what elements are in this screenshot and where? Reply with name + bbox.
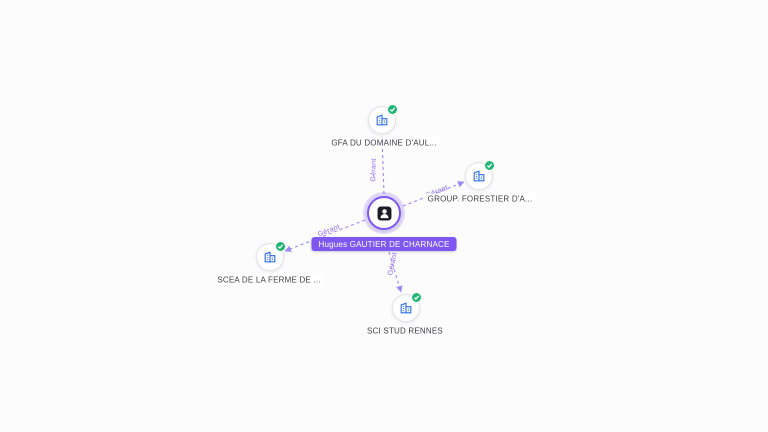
company-node-label-scea[interactable]: SCEA DE LA FERME DE ...: [214, 274, 324, 286]
verified-check-icon: [275, 241, 286, 252]
company-node-scea[interactable]: [256, 241, 286, 271]
edge-label-gerant: Gérant: [370, 158, 378, 182]
company-node-label-sci-stud-rennes[interactable]: SCI STUD RENNES: [364, 325, 446, 337]
verified-check-icon: [484, 160, 495, 171]
building-icon: [375, 113, 389, 127]
company-node-label-gfa[interactable]: GFA DU DOMAINE D'AUL...: [328, 137, 440, 149]
company-node-group-forestier[interactable]: [465, 160, 495, 190]
building-icon: [263, 250, 277, 264]
person-node-hugues-gautier[interactable]: [367, 196, 401, 230]
building-icon: [472, 169, 486, 183]
company-node-gfa[interactable]: [368, 104, 398, 134]
person-icon: [377, 206, 392, 221]
person-node-label-hugues-gautier[interactable]: Hugues GAUTIER DE CHARNACE: [311, 237, 457, 251]
verified-check-icon: [411, 292, 422, 303]
verified-check-icon: [387, 104, 398, 115]
company-node-sci-stud-rennes[interactable]: [392, 292, 422, 322]
building-icon: [399, 301, 413, 315]
edge-label-gerant: Gérant: [387, 251, 399, 277]
company-node-label-group-forestier[interactable]: GROUP. FORESTIER D'A...: [424, 193, 536, 205]
